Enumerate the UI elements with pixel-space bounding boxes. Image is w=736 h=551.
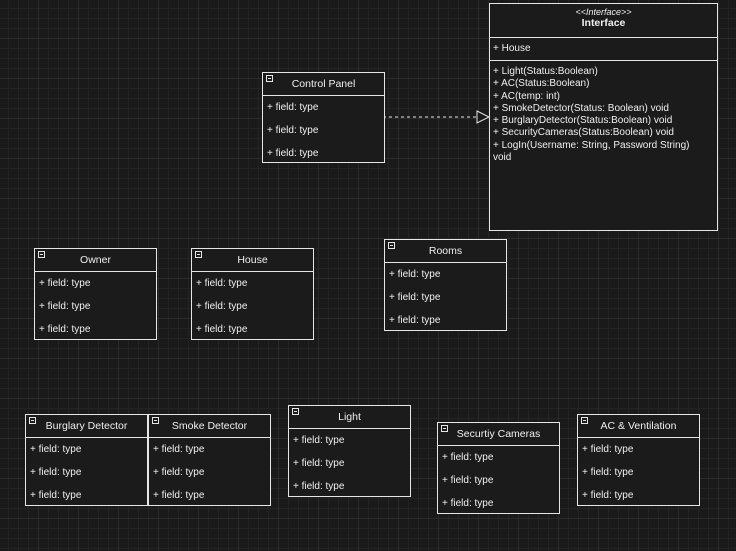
collapse-toggle-icon[interactable]: [195, 251, 202, 258]
operation: + AC(Status:Boolean): [493, 78, 590, 90]
class-light[interactable]: Light + field: type + field: type + fiel…: [288, 405, 411, 497]
class-name: House: [237, 254, 268, 266]
operation: + BurglaryDetector(Status:Boolean) void: [493, 115, 673, 127]
class-name: Securtiy Cameras: [456, 428, 541, 440]
class-burglary-detector[interactable]: Burglary Detector + field: type + field:…: [25, 414, 148, 506]
class-field: + field: type: [442, 452, 494, 463]
class-name: AC & Ventilation: [600, 420, 677, 432]
collapse-toggle-icon[interactable]: [581, 417, 588, 424]
class-field: + field: type: [582, 444, 634, 455]
class-field: + field: type: [293, 481, 345, 492]
class-field: + field: type: [39, 301, 91, 312]
class-field: + field: type: [30, 490, 82, 501]
interface-name: Interface: [581, 17, 626, 29]
collapse-toggle-icon[interactable]: [29, 417, 36, 424]
class-field: + field: type: [389, 315, 441, 326]
operation: + Light(Status:Boolean): [493, 66, 598, 77]
class-field: + field: type: [293, 458, 345, 469]
class-field: + field: type: [196, 278, 248, 289]
class-field: + field: type: [196, 301, 248, 312]
class-name: Owner: [80, 254, 111, 266]
class-owner[interactable]: Owner + field: type + field: type + fiel…: [34, 248, 157, 340]
class-name: Burglary Detector: [45, 420, 128, 432]
operation: + SmokeDetector(Status: Boolean) void: [493, 102, 669, 114]
class-ac-ventilation[interactable]: AC & Ventilation + field: type + field: …: [577, 414, 700, 506]
operation: void: [493, 152, 512, 164]
class-name: Control Panel: [291, 78, 356, 90]
class-rooms[interactable]: Rooms + field: type + field: type + fiel…: [384, 239, 507, 331]
divider: [490, 37, 717, 38]
class-field: + field: type: [30, 444, 82, 455]
interface-class[interactable]: <<Interface>> Interface + House + Light(…: [489, 3, 718, 231]
class-field: + field: type: [153, 490, 205, 501]
collapse-toggle-icon[interactable]: [388, 242, 395, 249]
class-field: + field: type: [442, 498, 494, 509]
class-field: + field: type: [30, 467, 82, 478]
class-field: + field: type: [267, 125, 319, 136]
class-field: + field: type: [39, 278, 91, 289]
class-field: + field: type: [267, 102, 319, 113]
class-field: + field: type: [39, 324, 91, 335]
class-name: Rooms: [428, 245, 463, 257]
interface-attribute: + House: [493, 43, 531, 54]
class-house[interactable]: House + field: type + field: type + fiel…: [191, 248, 314, 340]
class-field: + field: type: [389, 269, 441, 280]
class-field: + field: type: [267, 148, 319, 159]
class-name: Smoke Detector: [171, 420, 248, 432]
operation: + LogIn(Username: String, Password Strin…: [493, 139, 690, 151]
collapse-toggle-icon[interactable]: [38, 251, 45, 258]
class-smoke-detector[interactable]: Smoke Detector + field: type + field: ty…: [148, 414, 271, 506]
collapse-toggle-icon[interactable]: [152, 417, 159, 424]
operation: + AC(temp: int): [493, 90, 560, 102]
interface-operations: + Light(Status:Boolean) + AC(Status:Bool…: [490, 61, 717, 164]
interface-stereotype: <<Interface>>: [575, 7, 632, 17]
collapse-toggle-icon[interactable]: [441, 425, 448, 432]
class-security-cameras[interactable]: Securtiy Cameras + field: type + field: …: [437, 422, 560, 514]
class-field: + field: type: [153, 444, 205, 455]
divider: [490, 60, 717, 61]
collapse-toggle-icon[interactable]: [266, 75, 273, 82]
class-field: + field: type: [442, 475, 494, 486]
class-name: Light: [338, 411, 361, 423]
operation: + SecurityCameras(Status:Boolean) void: [493, 127, 674, 139]
class-field: + field: type: [582, 490, 634, 501]
class-field: + field: type: [293, 435, 345, 446]
class-control-panel[interactable]: Control Panel + field: type + field: typ…: [262, 72, 385, 163]
class-field: + field: type: [153, 467, 205, 478]
class-field: + field: type: [196, 324, 248, 335]
class-field: + field: type: [389, 292, 441, 303]
class-field: + field: type: [582, 467, 634, 478]
collapse-toggle-icon[interactable]: [292, 408, 299, 415]
